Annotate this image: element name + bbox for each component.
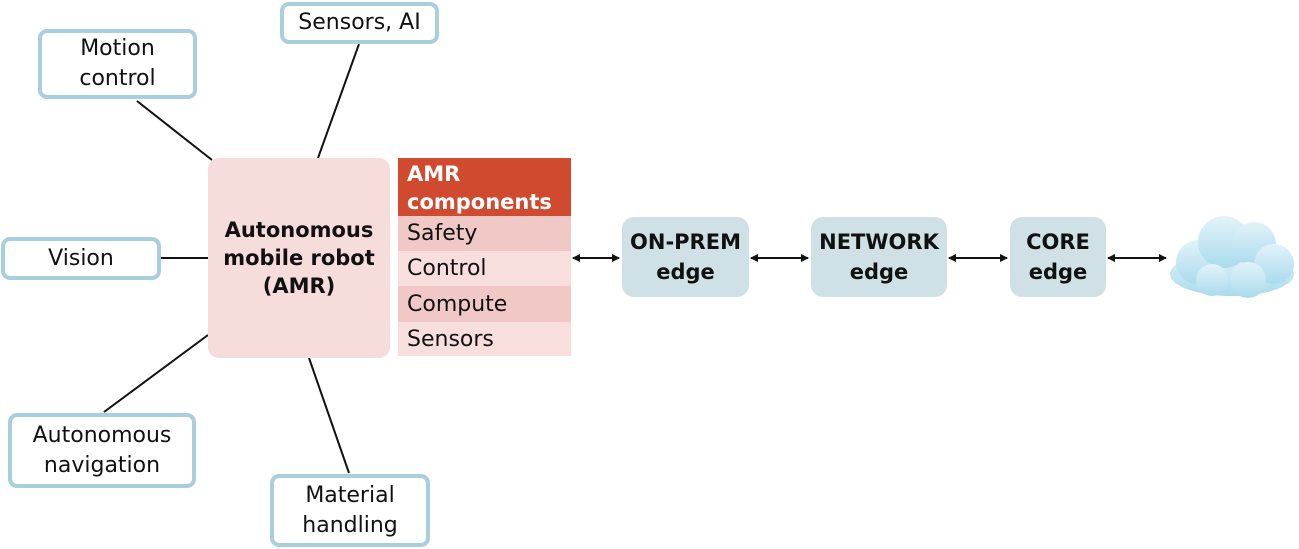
- connector-motion-control: [136, 100, 213, 161]
- connector-sensors-ai: [317, 43, 360, 159]
- amr-box: Autonomous mobile robot (AMR): [208, 158, 390, 358]
- on-prem-edge-box: ON-PREM edge: [622, 217, 749, 297]
- motion-control-box: Motion control: [38, 29, 197, 99]
- vision-box: Vision: [1, 237, 161, 280]
- amr-components-header: AMR components: [398, 158, 571, 216]
- component-compute: Compute: [398, 286, 571, 322]
- amr-components-table: AMR components Safety Control Compute Se…: [398, 158, 571, 356]
- motion-control-label: Motion control: [79, 36, 156, 91]
- on-prem-edge-label: ON-PREM edge: [630, 230, 741, 284]
- vision-label: Vision: [48, 245, 114, 271]
- sensors-ai-box: Sensors, AI: [280, 2, 439, 44]
- core-edge-box: CORE edge: [1010, 217, 1106, 297]
- network-edge-box: NETWORK edge: [811, 217, 947, 297]
- component-control: Control: [398, 251, 571, 286]
- sensors-ai-label: Sensors, AI: [298, 10, 421, 35]
- material-handling-label: Material handling: [302, 482, 398, 538]
- connector-autonomous-navigation: [103, 334, 209, 413]
- amr-label: Autonomous mobile robot (AMR): [223, 218, 375, 298]
- autonomous-navigation-box: Autonomous navigation: [8, 413, 196, 488]
- cloud-icon: [1170, 216, 1294, 298]
- core-edge-label: CORE edge: [1026, 230, 1090, 284]
- autonomous-navigation-label: Autonomous navigation: [32, 422, 172, 478]
- component-safety: Safety: [398, 216, 571, 251]
- component-sensors: Sensors: [398, 322, 571, 356]
- material-handling-box: Material handling: [270, 474, 430, 547]
- network-edge-label: NETWORK edge: [819, 230, 939, 284]
- connector-material-handling: [308, 357, 350, 474]
